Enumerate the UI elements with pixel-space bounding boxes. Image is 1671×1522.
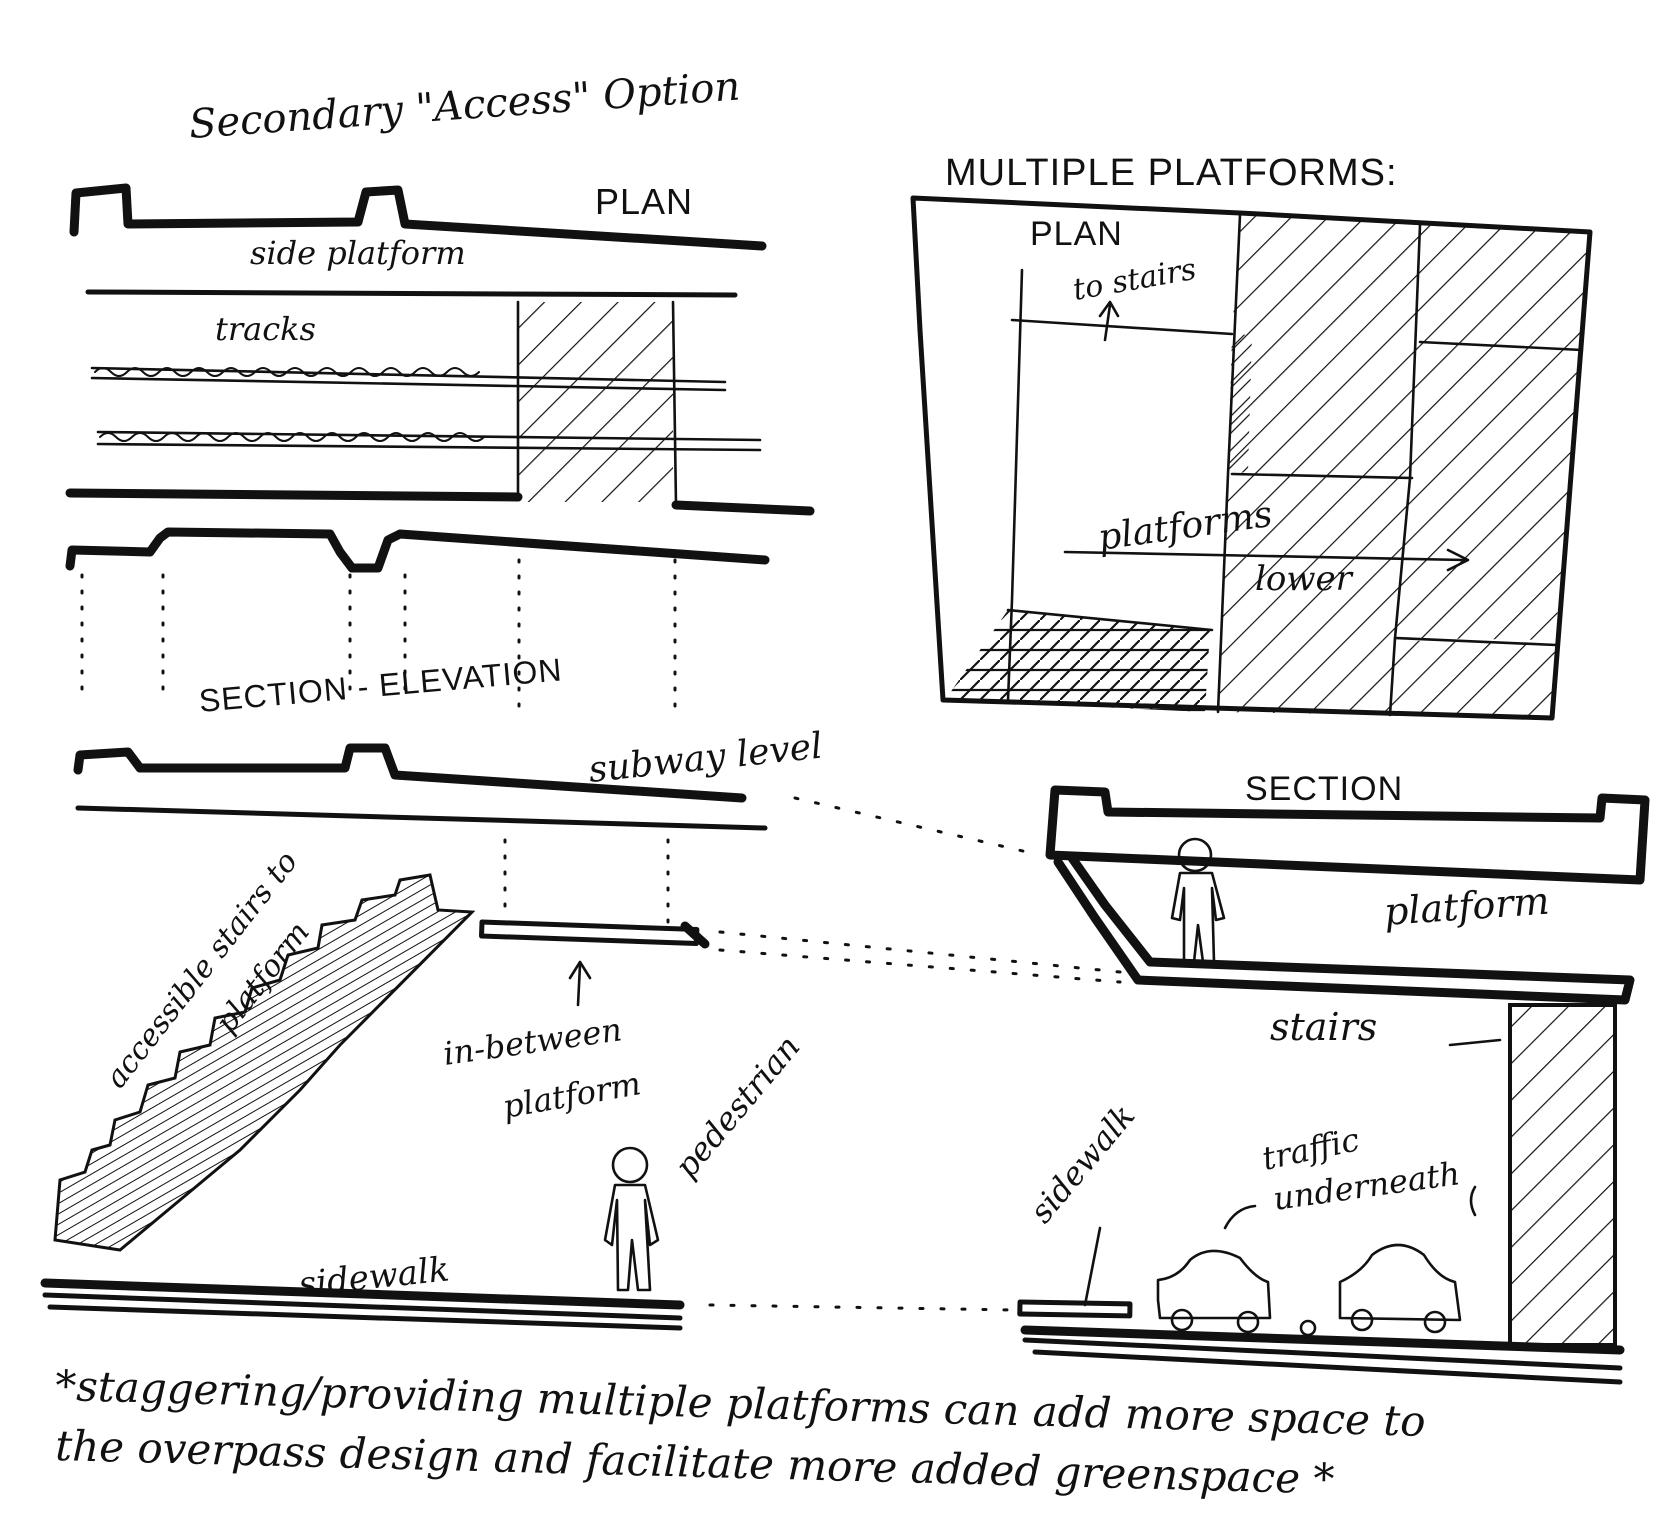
left-plan-label: PLAN — [595, 181, 693, 222]
plan-hatch-top — [1228, 215, 1590, 478]
right-sidewalk-curb — [1017, 1299, 1133, 1319]
footnote: *staggering/providing multiple platforms… — [55, 1361, 1426, 1503]
right-section-label: SECTION — [1245, 770, 1403, 808]
overpass-deck — [1045, 785, 1650, 885]
left-section: SECTION - ELEVATION subway level accessi… — [40, 527, 825, 1331]
right-section: SECTION platform stairs sidewalk traffic… — [1017, 770, 1650, 1385]
in-between-label-1: in-between — [441, 1010, 624, 1073]
right-plan-label: PLAN — [1030, 215, 1123, 253]
accessible-stairs — [53, 873, 476, 1252]
stairs-label: stairs — [1270, 1005, 1377, 1049]
plan-hatch-right — [1395, 342, 1582, 640]
platform-person — [1170, 837, 1226, 964]
right-sidewalk-label: sidewalk — [1022, 1097, 1142, 1230]
pedestrian-figure — [603, 1146, 660, 1292]
side-platform-label: side platform — [250, 234, 466, 272]
right-platform-label: platform — [1383, 879, 1551, 934]
platform-edge-line — [85, 289, 738, 298]
street-line — [1020, 1325, 1625, 1355]
stairs-column — [1508, 1003, 1617, 1347]
plan-hatch-mid — [1218, 474, 1410, 715]
overpass-zone — [518, 302, 673, 502]
tracks-label: tracks — [215, 310, 316, 348]
left-plan: Secondary "Access" Option PLAN side plat… — [65, 64, 815, 516]
right-plan: MULTIPLE PLATFORMS: PLAN to stairs platf… — [910, 152, 1593, 721]
secondary-access-title: Secondary "Access" Option — [187, 64, 741, 148]
subway-floor — [75, 805, 768, 831]
in-between-platform — [479, 919, 700, 946]
to-stairs-label: to stairs — [1070, 252, 1199, 308]
plan-hatch-corner — [1390, 640, 1555, 718]
subway-profile — [73, 743, 747, 803]
projection-lines — [708, 796, 1122, 1312]
pedestrian-label: pedestrian — [667, 1028, 808, 1185]
in-between-label-2: platform — [500, 1064, 644, 1126]
car-1 — [1156, 1249, 1272, 1334]
multiple-platforms-title: MULTIPLE PLATFORMS: — [945, 152, 1398, 194]
platforms-lower-label-2: lower — [1255, 559, 1354, 599]
side-platform-edge — [69, 183, 767, 251]
sidewalk-edge — [40, 1278, 685, 1310]
subway-level-label: subway level — [587, 726, 825, 791]
section-elevation-label: SECTION - ELEVATION — [197, 651, 563, 719]
section-top-profile — [65, 527, 770, 573]
car-2 — [1338, 1243, 1462, 1334]
far-platform-edge — [65, 488, 523, 502]
